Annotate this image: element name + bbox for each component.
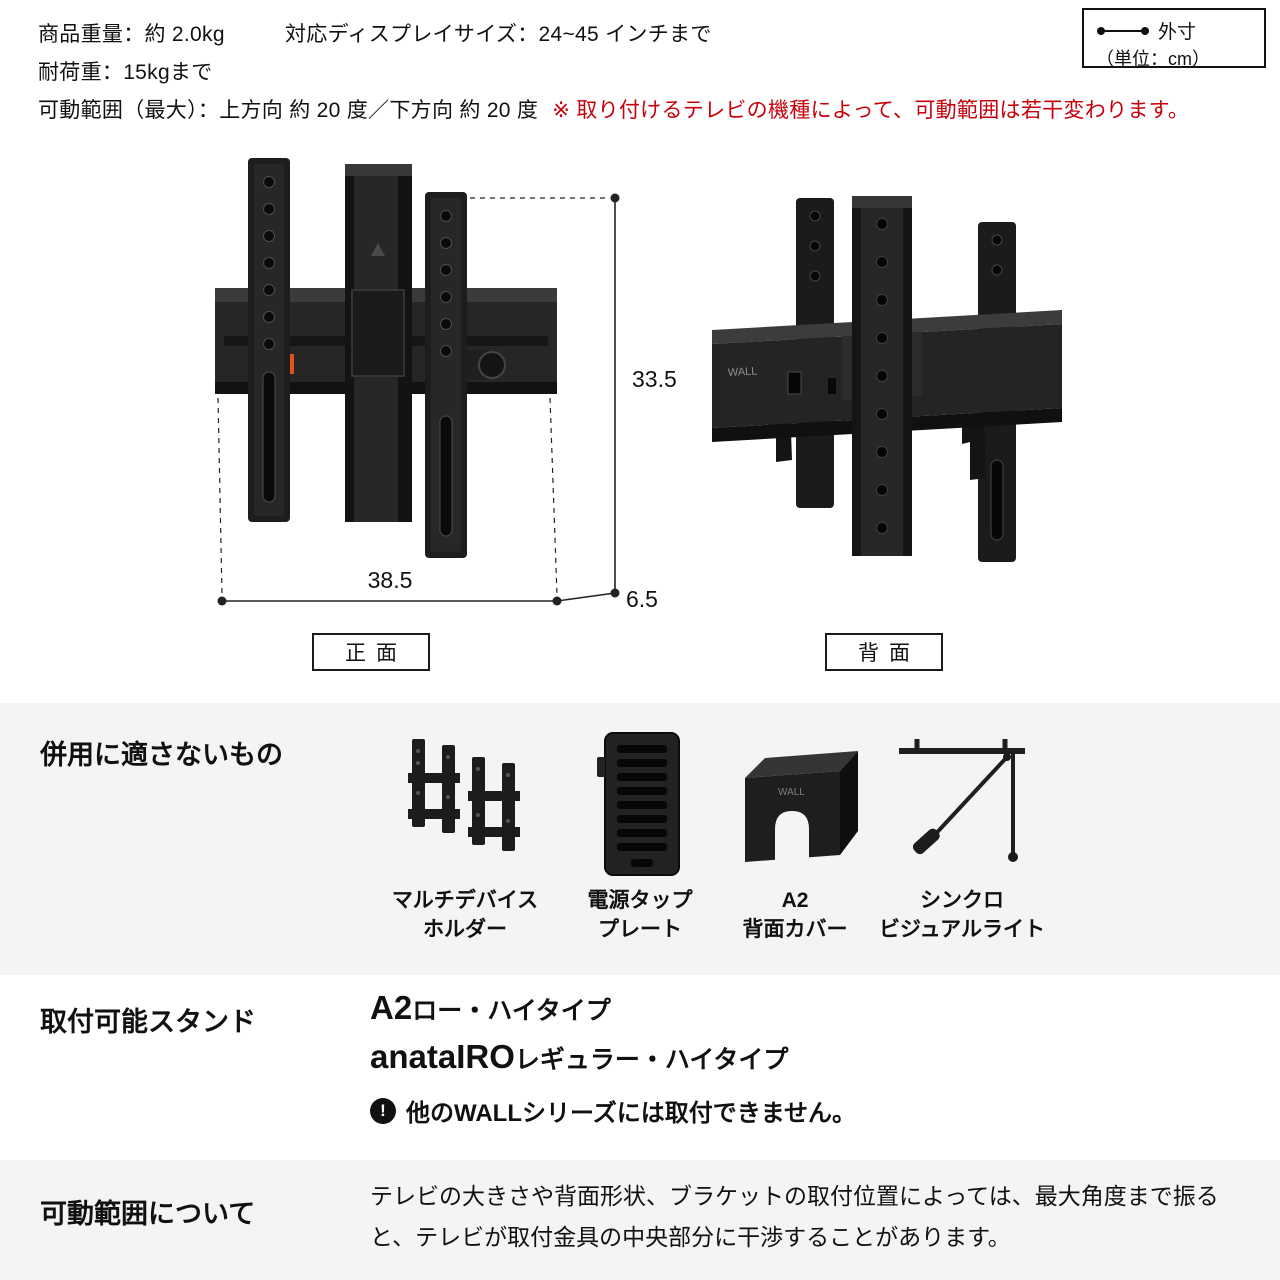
spec-display-size: 対応ディスプレイサイズ：24~45 インチまで [285,23,712,46]
item-caption-synchro-light: シンクロ ビジュアルライト [862,886,1062,944]
power-tap-plate-icon [597,732,680,876]
item-caption-multi-device: マルチデバイス ホルダー [365,886,565,944]
dimension-line-icon [1097,26,1149,35]
legend-row: 外寸 [1096,17,1254,44]
dimension-legend: 外寸 （単位：cm） [1082,8,1266,69]
dim-depth-label: 6.5 [626,586,658,612]
front-view-drawing [215,158,557,558]
incompatible-title: 併用に適さないもの [40,740,283,770]
a2-back-cover-icon: WALL [745,751,858,862]
stand-line-anatairo: anataIRO レギュラー・ハイタイプ [370,1038,788,1076]
back-view-drawing: WALL [712,196,1062,562]
caption-line: A2 [781,889,809,912]
synchro-visual-light-icon [899,739,1025,862]
stand-a2-name: A2 [370,989,413,1026]
multi-device-holder-icon [408,739,520,851]
item-caption-a2-cover: A2 背面カバー [695,886,895,944]
caption-line: 背面カバー [742,918,848,941]
rail-port [787,371,802,395]
stands-note: 他のWALLシリーズには取付できません。 [406,1100,857,1127]
item-caption-power-tap: 電源タップ プレート [540,886,740,944]
stand-anatairo-type: レギュラー・ハイタイプ [514,1046,789,1074]
stand-anatairo-name: anataIRO [370,1038,515,1075]
stand-a2-type: ロー・ハイタイプ [412,997,611,1025]
legend-label: 外寸 [1158,22,1197,43]
spec-range-note: ※ 取り付けるテレビの機種によって、可動範囲は若干変わります。 [552,99,1190,122]
caption-line: プレート [598,918,682,941]
movable-range-title: 可動範囲について [40,1199,256,1229]
cover-logo: WALL [778,787,805,798]
caption-line: ホルダー [423,918,507,941]
movable-range-body: テレビの大きさや背面形状、ブラケットの取付位置によっては、最大角度まで振ると、テ… [370,1183,1219,1250]
caption-line: シンクロ [920,889,1004,912]
spec-range: 可動範囲（最大）：上方向 約 20 度／下方向 約 20 度 [38,99,539,122]
info-icon: ! [370,1097,396,1124]
back-view-caption: 背面 [825,633,943,671]
rail-logo: WALL [728,365,758,379]
tilt-knob [478,351,506,379]
caption-line: ビジュアルライト [879,918,1045,941]
dim-height-label: 33.5 [632,366,677,392]
stands-note-row: ! 他のWALLシリーズには取付できません。 [370,1093,856,1128]
stand-line-a2: A2 ロー・ハイタイプ [370,989,611,1027]
section-movable-range: 可動範囲について テレビの大きさや背面形状、ブラケットの取付位置によっては、最大… [0,1160,1280,1280]
back-caption-text: 背面 [858,642,920,665]
spec-range-row: 可動範囲（最大）：上方向 約 20 度／下方向 約 20 度 ※ 取り付けるテレ… [38,94,1189,124]
stands-title: 取付可能スタンド [40,1007,256,1037]
section-incompatible: 併用に適さないもの [0,703,1280,975]
spec-weight: 商品重量：約 2.0kg [38,23,225,46]
section-stands: 取付可能スタンド A2 ロー・ハイタイプ anataIRO レギュラー・ハイタイ… [0,975,1280,1160]
caption-line: 電源タップ [587,889,693,912]
legend-unit: （単位：cm） [1096,49,1210,69]
front-caption-text: 正面 [345,642,407,665]
spec-load: 耐荷重：15kgまで [38,61,213,84]
front-dimension-lines [217,193,620,606]
caption-line: マルチデバイス [391,889,539,912]
bracket-diagrams: WALL [215,158,1062,606]
right-latch-hook [962,422,986,480]
front-view-caption: 正面 [312,633,430,671]
dim-width-label: 38.5 [367,567,413,593]
